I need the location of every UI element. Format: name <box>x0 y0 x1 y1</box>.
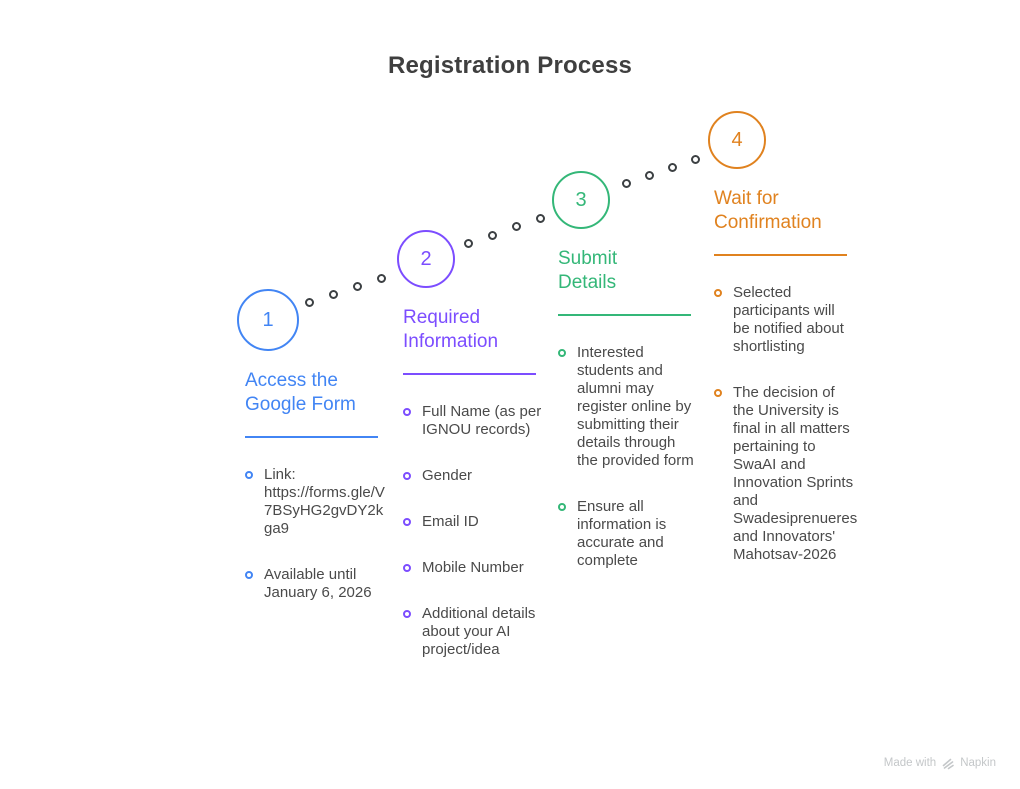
bullet-item: Full Name (as per IGNOU records) <box>403 403 543 439</box>
bullet-marker-icon <box>558 349 566 357</box>
bullet-item: Interested students and alumni may regis… <box>558 344 698 470</box>
step-4: 4 Wait for Confirmation Selected partici… <box>708 111 858 564</box>
step-1-underline <box>245 436 378 438</box>
bullet-marker-icon <box>558 503 566 511</box>
step-1-number-badge: 1 <box>237 289 299 351</box>
step-1-bullets: Link: https://forms.gle/V7BSyHG2gvDY2kga… <box>245 466 385 602</box>
bullet-marker-icon <box>245 471 253 479</box>
bullet-marker-icon <box>714 389 722 397</box>
bullet-text: Email ID <box>422 513 479 530</box>
step-2-title: Required Information <box>403 307 499 352</box>
connector-dot <box>329 290 338 299</box>
step-2-bullets: Full Name (as per IGNOU records) Gender … <box>403 403 543 659</box>
watermark-brand-text: Napkin <box>960 757 996 769</box>
bullet-marker-icon <box>403 518 411 526</box>
watermark-made-with-text: Made with <box>883 757 937 769</box>
bullet-text: Gender <box>422 467 473 484</box>
step-3-bullets: Interested students and alumni may regis… <box>558 344 698 570</box>
connector-dot <box>377 274 386 283</box>
connector-dot <box>305 298 314 307</box>
bullet-item: Additional details about your AI project… <box>403 605 543 659</box>
step-4-title: Wait for Confirmation <box>714 188 822 233</box>
bullet-text: The decision of the University is final … <box>733 384 858 563</box>
connector-dot <box>668 163 677 172</box>
connector-dot <box>645 171 654 180</box>
bullet-item: Link: https://forms.gle/V7BSyHG2gvDY2kga… <box>245 466 385 538</box>
step-2-number-badge: 2 <box>397 230 455 288</box>
step-1-title: Access the Google Form <box>245 370 356 415</box>
connector-dot <box>512 222 521 231</box>
bullet-marker-icon <box>403 408 411 416</box>
bullet-text: Additional details about your AI project… <box>422 605 536 658</box>
step-2: 2 Required Information Full Name (as per… <box>397 230 543 659</box>
step-3-underline <box>558 314 691 316</box>
bullet-item: Gender <box>403 467 543 485</box>
bullet-text: Mobile Number <box>422 559 524 576</box>
step-2-underline <box>403 373 536 375</box>
bullet-item: Mobile Number <box>403 559 543 577</box>
bullet-text: Ensure all information is accurate and c… <box>577 498 667 569</box>
bullet-text: Selected participants will be notified a… <box>733 284 844 355</box>
bullet-item: Email ID <box>403 513 543 531</box>
bullet-marker-icon <box>245 571 253 579</box>
bullet-marker-icon <box>714 289 722 297</box>
connector-dot <box>464 239 473 248</box>
bullet-marker-icon <box>403 472 411 480</box>
bullet-text: Available until January 6, 2026 <box>264 566 372 601</box>
step-4-bullets: Selected participants will be notified a… <box>714 284 858 564</box>
step-3-number-badge: 3 <box>552 171 610 229</box>
bullet-item: The decision of the University is final … <box>714 384 858 564</box>
connector-dot <box>488 231 497 240</box>
bullet-item: Available until January 6, 2026 <box>245 566 385 602</box>
bullet-text: Full Name (as per IGNOU records) <box>422 403 542 438</box>
step-1: 1 Access the Google Form Link: https://f… <box>237 289 385 602</box>
napkin-logo-icon <box>942 758 954 770</box>
connector-dot <box>353 282 362 291</box>
bullet-marker-icon <box>403 610 411 618</box>
bullet-item: Ensure all information is accurate and c… <box>558 498 698 570</box>
connector-dot <box>536 214 545 223</box>
step-4-underline <box>714 254 847 256</box>
diagram-title: Registration Process <box>387 52 633 79</box>
step-3: 3 Submit Details Interested students and… <box>552 171 698 570</box>
connector-dot <box>691 155 700 164</box>
connector-dot <box>622 179 631 188</box>
watermark: Made with Napkin <box>884 756 996 770</box>
bullet-marker-icon <box>403 564 411 572</box>
bullet-text: Interested students and alumni may regis… <box>577 344 694 469</box>
bullet-item: Selected participants will be notified a… <box>714 284 854 356</box>
bullet-text: Link: https://forms.gle/V7BSyHG2gvDY2kga… <box>264 466 385 537</box>
step-4-number-badge: 4 <box>708 111 766 169</box>
step-3-title: Submit Details <box>558 248 618 293</box>
